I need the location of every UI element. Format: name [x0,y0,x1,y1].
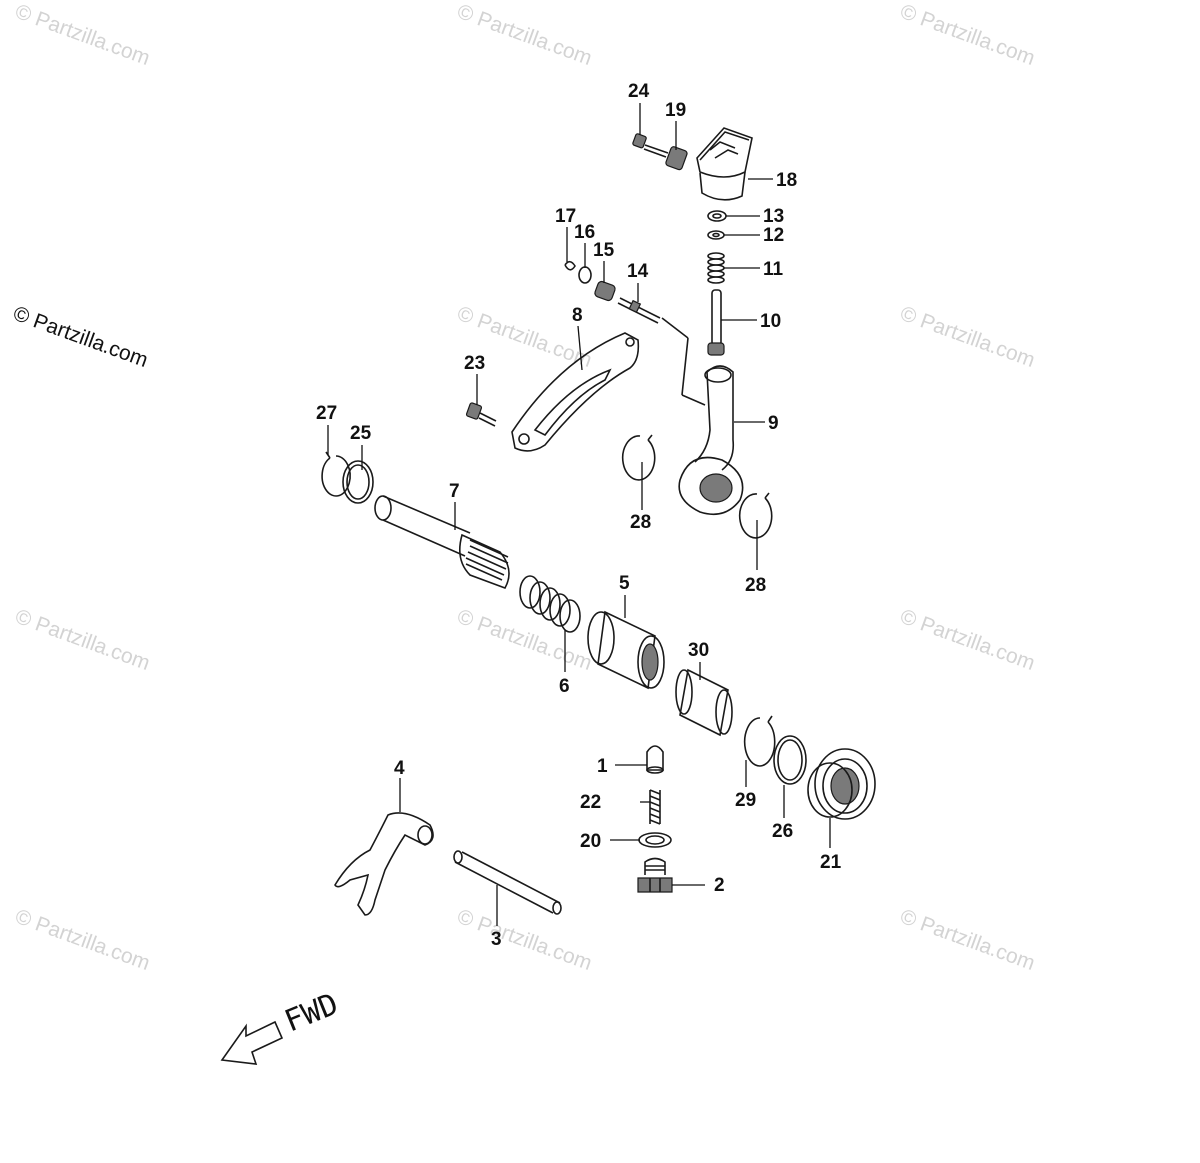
callout-17: 17 [555,206,576,227]
callout-28b: 28 [745,575,766,596]
callout-14: 14 [627,261,649,282]
callout-4: 4 [394,758,405,779]
callout-5: 5 [619,573,630,594]
callout-19: 19 [665,100,686,121]
part-19-collar [665,146,688,171]
part-28-circlip-upper [621,434,656,481]
part-7-shaft [374,495,510,589]
callout-26: 26 [772,821,793,842]
callout-15: 15 [593,240,615,261]
part-27-circlip [321,451,351,497]
callout-2: 2 [714,875,725,896]
part-30-collar [675,668,733,737]
part-29-circlip [743,715,776,767]
part-21-seal [807,748,876,820]
part-12-washer [707,230,725,240]
callout-23: 23 [464,353,485,374]
callout-7: 7 [449,481,460,502]
callout-30: 30 [688,640,709,661]
callout-3: 3 [491,929,502,950]
callout-21: 21 [820,852,842,873]
callout-25: 25 [350,423,372,444]
callout-20: 20 [580,831,601,852]
part-20-washer [638,832,672,848]
part-11-spring [707,252,725,284]
part-6-spring [519,575,581,633]
part-5-sleeve [587,610,665,690]
part-3-pin [453,850,562,915]
part-28-circlip-lower [738,492,773,539]
part-8-arm [511,332,640,452]
callout-1: 1 [597,756,608,777]
part-17-clip [564,260,576,271]
callout-24: 24 [628,81,650,102]
part-9-lever [678,365,744,516]
part-15-bushing [594,280,616,302]
part-13-nut [707,210,727,222]
leader-lines [327,103,831,926]
callout-22: 22 [580,792,601,813]
callout-9: 9 [768,413,779,434]
callout-16: 16 [574,222,595,243]
part-1-plunger [646,745,664,774]
part-2-plug [637,857,673,893]
part-25-washer [342,460,374,504]
callout-29: 29 [735,790,756,811]
callout-10: 10 [760,311,781,332]
part-24-bolt [632,133,669,158]
callout-18: 18 [776,170,797,191]
callout-labels: 24 19 18 13 12 11 10 17 16 15 14 8 23 9 … [316,81,842,950]
callout-11: 11 [763,259,784,280]
callout-8: 8 [572,305,583,326]
callout-13: 13 [763,206,784,227]
callout-12: 12 [763,225,784,246]
part-14-pin [617,297,706,406]
part-26-washer [773,735,807,785]
part-4-fork [334,812,434,916]
callout-6: 6 [559,676,570,697]
part-22-spring [649,789,661,825]
forward-arrow-icon [220,1020,284,1065]
direction-label: FWD [280,987,343,1040]
part-10-rod [707,289,725,356]
callout-28a: 28 [630,512,651,533]
part-16-washer [578,266,592,284]
part-23-bolt [465,402,497,427]
callout-27: 27 [316,403,337,424]
part-18-knob [696,127,753,201]
